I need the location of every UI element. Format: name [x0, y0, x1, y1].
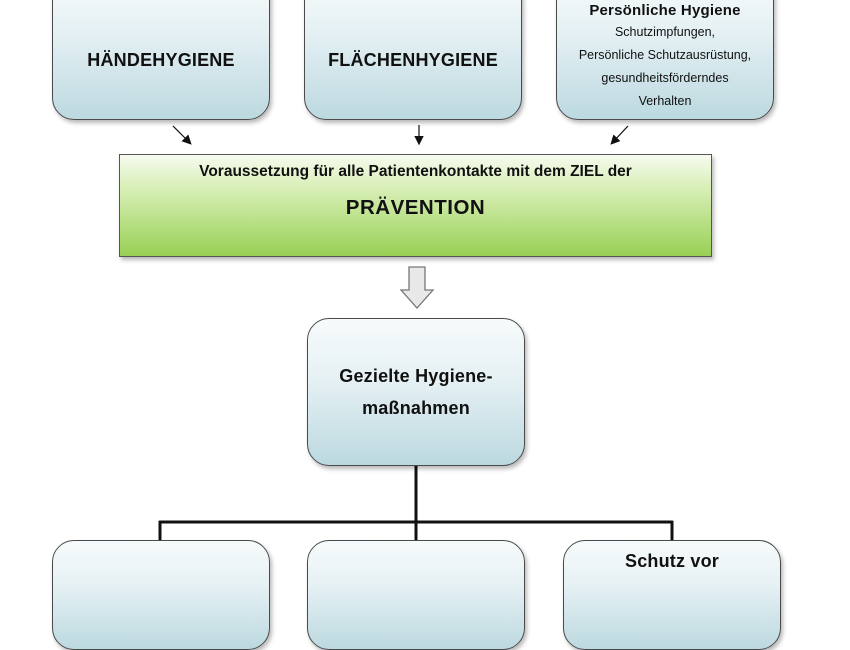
- arrow-haende-to-banner: [172, 125, 192, 145]
- bottom-box-left: [52, 540, 270, 650]
- bottom-box-right: Schutz vor: [563, 540, 781, 650]
- flaechenhygiene-title: FLÄCHENHYGIENE: [328, 49, 498, 70]
- bottom-box-right-title: Schutz vor: [624, 551, 719, 571]
- persoenliche-hygiene-line-2: Persönliche Schutzausrüstung,: [578, 48, 752, 62]
- hollow-down-arrow: [399, 266, 435, 309]
- connector-layer: [158, 125, 674, 542]
- bottom-box-middle: [307, 540, 525, 650]
- persoenliche-hygiene-line-3: gesundheitsförderndes: [601, 71, 729, 85]
- gezielte-hygienemassnahmen-box: Gezielte Hygiene- maßnahmen: [307, 318, 525, 466]
- banner-subtitle: Voraussetzung für alle Patientenkontakte…: [199, 163, 632, 180]
- haendehygiene-title: HÄNDEHYGIENE: [87, 49, 235, 70]
- persoenliche-hygiene-title: Persönliche Hygiene: [589, 2, 741, 19]
- persoenliche-hygiene-line-4: Verhalten: [638, 94, 692, 108]
- arrow-persoenlich-to-banner: [610, 125, 629, 145]
- haendehygiene-box: HÄNDEHYGIENE: [52, 0, 270, 120]
- banner-title: PRÄVENTION: [345, 196, 486, 219]
- flaechenhygiene-box: FLÄCHENHYGIENE: [304, 0, 522, 120]
- gezielte-line-1: Gezielte Hygiene-: [339, 366, 493, 386]
- gezielte-line-2: maßnahmen: [362, 398, 470, 418]
- persoenliche-hygiene-line-1: Schutzimpfungen,: [614, 25, 716, 39]
- praevention-banner: Voraussetzung für alle Patientenkontakte…: [119, 154, 712, 257]
- persoenliche-hygiene-box: Persönliche Hygiene Schutzimpfungen, Per…: [556, 0, 774, 120]
